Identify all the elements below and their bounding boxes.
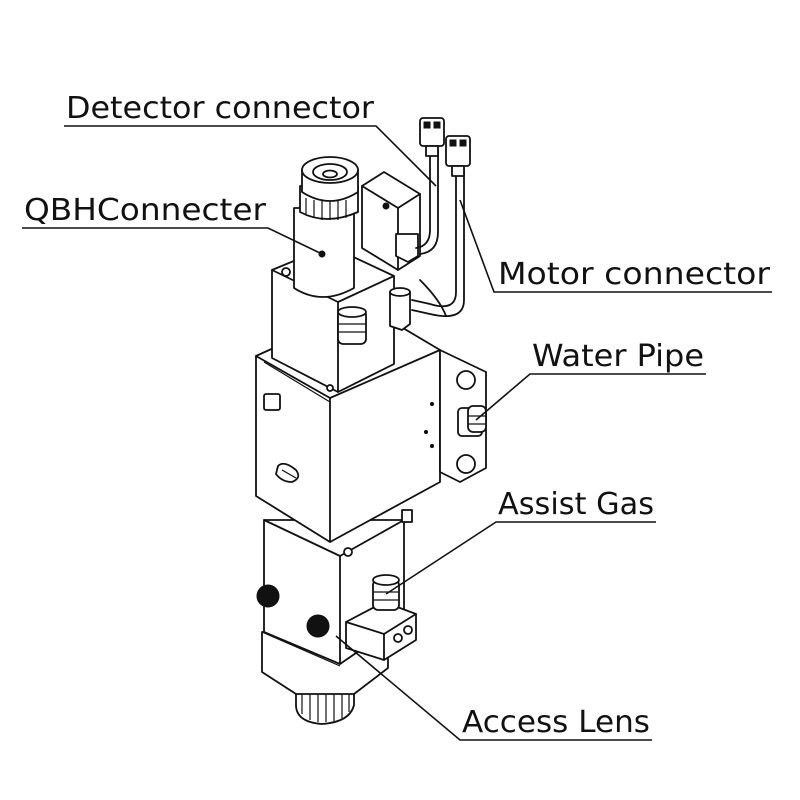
water-pipe-plate (439, 349, 487, 483)
cutting-head-illustration (255, 117, 487, 725)
label-motor-connector: Motor connector (498, 257, 771, 292)
label-detector-connector: Detector connector (66, 91, 375, 126)
nozzle (295, 689, 355, 725)
detector-plug (419, 117, 445, 157)
leader-detector-connector (64, 125, 437, 187)
motor-plug (445, 135, 471, 177)
motor-module (361, 171, 421, 331)
qbh-connector-cylinder (293, 156, 359, 298)
label-access-lens: Access Lens (462, 705, 650, 740)
leader-motor-connector (459, 199, 772, 293)
leader-assist-gas (385, 521, 656, 595)
leader-qbh-connector (22, 227, 323, 255)
leader-access-lens (335, 635, 652, 741)
callout-leaders (22, 125, 772, 741)
connector-cables (411, 117, 471, 318)
leader-water-pipe (475, 373, 706, 421)
label-qbh-connector: QBHConnecter (24, 193, 267, 228)
label-water-pipe: Water Pipe (532, 339, 704, 374)
assist-gas-fitting (345, 574, 417, 661)
callout-labels: Detector connector QBHConnecter Motor co… (24, 91, 771, 740)
label-assist-gas: Assist Gas (498, 487, 654, 522)
